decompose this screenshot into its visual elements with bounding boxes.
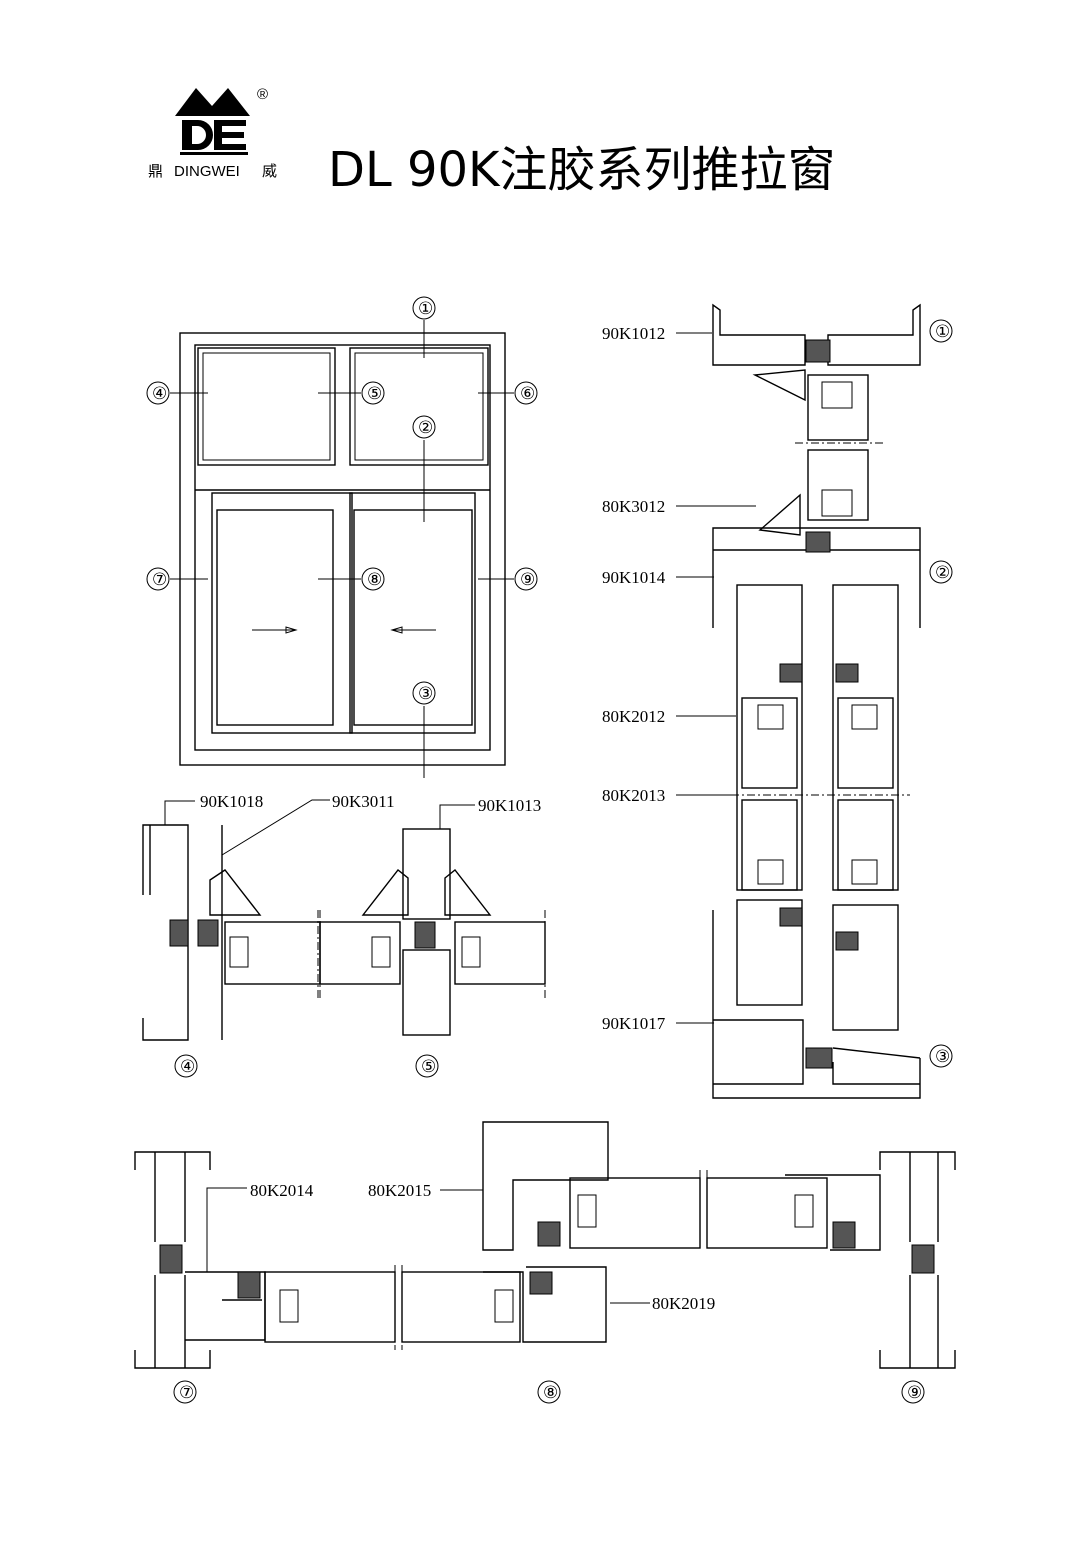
marker-9: ⑨	[520, 570, 535, 590]
profile-90K1014: 90K1014	[602, 568, 666, 587]
profile-90K1018: 90K1018	[200, 792, 263, 811]
marker-2: ②	[418, 418, 433, 438]
marker-8: ⑧	[367, 570, 382, 590]
page-title: DL 90K注胶系列推拉窗	[328, 142, 836, 198]
elevation-markers: ① ② ③ ④ ⑤ ⑥ ⑦ ⑧ ⑨	[146, 296, 538, 705]
section-marker-3: ③	[935, 1047, 950, 1067]
marker-6: ⑥	[520, 384, 535, 404]
marker-4: ④	[152, 384, 167, 404]
profile-80K2013: 80K2013	[602, 786, 665, 805]
profile-80K2015: 80K2015	[368, 1181, 431, 1200]
profile-80K2012: 80K2012	[602, 707, 665, 726]
vertical-section: 90K1012 80K3012 90K1014 80K2012 80K2013 …	[602, 303, 953, 1099]
logo-brand-text: DINGWEI	[174, 163, 240, 180]
section-marker-1: ①	[935, 322, 950, 342]
profile-80K2019: 80K2019	[652, 1294, 715, 1313]
profile-80K2014: 80K2014	[250, 1181, 314, 1200]
section-4-5: 90K1018 90K3011 90K1013 ④ ⑤	[142, 792, 546, 1078]
profile-90K3011: 90K3011	[332, 792, 395, 811]
marker-5: ⑤	[367, 384, 382, 404]
section-marker-5: ⑤	[421, 1057, 436, 1077]
dingwei-logo: 鼎 DINGWEI 威 ®	[148, 86, 277, 180]
logo-left-char: 鼎	[148, 163, 163, 180]
profile-90K1013: 90K1013	[478, 796, 541, 815]
section-marker-8: ⑧	[543, 1383, 558, 1403]
marker-1: ①	[418, 299, 433, 319]
profile-90K1012: 90K1012	[602, 324, 665, 343]
section-7-8-9: 80K2014 80K2015 80K2019 ⑦ ⑧ ⑨	[134, 1121, 956, 1404]
profile-90K1017: 90K1017	[602, 1014, 666, 1033]
marker-3: ③	[418, 684, 433, 704]
window-elevation: ① ② ③ ④ ⑤ ⑥ ⑦ ⑧ ⑨	[146, 296, 538, 778]
logo-right-char: 威	[262, 163, 277, 180]
marker-7: ⑦	[152, 570, 167, 590]
section-marker-9: ⑨	[907, 1383, 922, 1403]
profile-80K3012: 80K3012	[602, 497, 665, 516]
section-marker-7: ⑦	[179, 1383, 194, 1403]
section-marker-2: ②	[935, 563, 950, 583]
section-marker-4: ④	[180, 1057, 195, 1077]
registered-mark: ®	[257, 86, 268, 103]
